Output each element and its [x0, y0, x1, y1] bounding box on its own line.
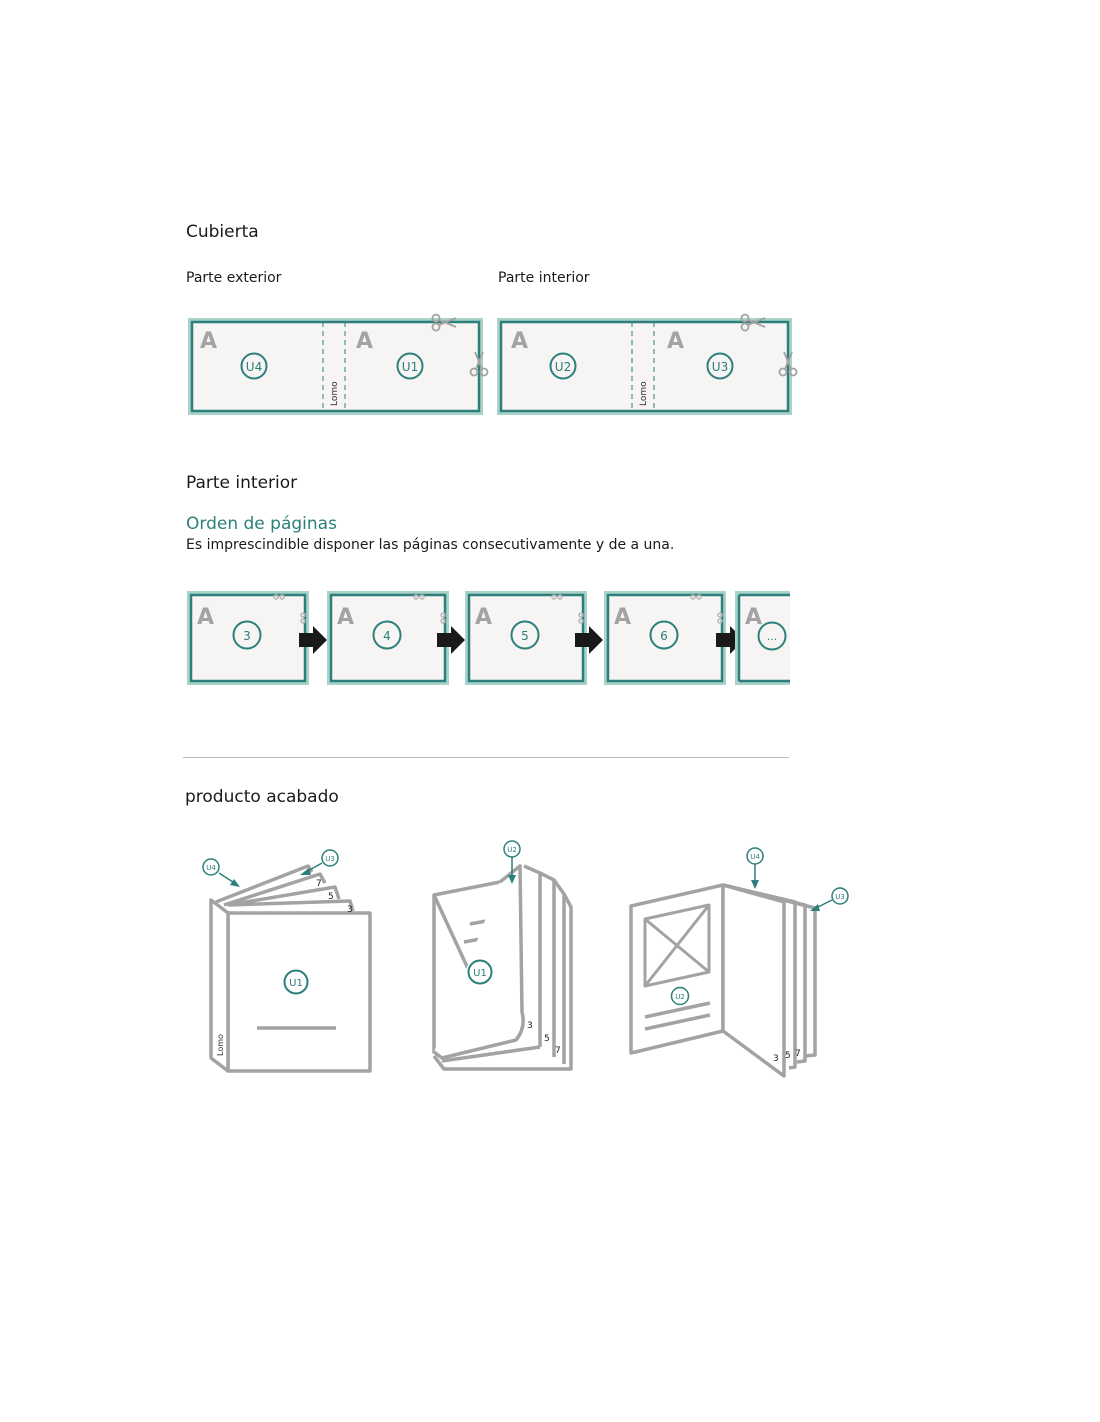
open-book-illustration	[629, 883, 817, 1078]
cover-diagram: A A U4 U1 Lomo A A U2	[188, 313, 798, 415]
page-circle-u1: U1	[396, 352, 424, 380]
callout-u3: U3	[810, 887, 849, 911]
page-number: 6	[660, 629, 668, 643]
scissors-icon	[431, 313, 457, 332]
spine-label: Lomo	[216, 1034, 225, 1056]
page-number-label: 7	[316, 879, 322, 889]
callout-u2: U2	[503, 840, 521, 884]
corner-letter: A	[745, 605, 762, 630]
page-card: A 4	[325, 589, 451, 687]
page-number-label: 7	[555, 1046, 561, 1056]
finished-product-diagram: U1 U4 U3 7 5 3 Lomo U2 U1 3 5 7	[202, 840, 849, 1078]
page-circle-u1: U1	[467, 959, 493, 985]
interior-title: Parte interior	[186, 473, 298, 493]
page-number-label: 7	[795, 1049, 801, 1059]
spine-label: Lomo	[639, 381, 649, 406]
corner-letter: A	[511, 329, 528, 354]
closed-book-illustration	[209, 864, 372, 1073]
scissors-icon	[740, 313, 766, 332]
cover-sheet-exterior: A A U4 U1 Lomo	[188, 313, 489, 415]
page-number: 4	[383, 629, 391, 643]
page-number: 3	[243, 629, 251, 643]
scissors-icon	[778, 351, 798, 377]
page-number: ...	[767, 630, 778, 643]
page-turning-book-illustration	[432, 864, 573, 1071]
callout-u3: U3	[300, 849, 339, 875]
page-order-diagram: A 3 A 4 A 5 A 6 A ...	[185, 589, 790, 687]
cubierta-title: Cubierta	[186, 222, 259, 242]
spine-label: Lomo	[330, 381, 340, 406]
corner-letter: A	[200, 329, 217, 354]
corner-letter: A	[197, 605, 214, 630]
interior-cover-label: Parte interior	[498, 270, 590, 286]
page-card: A 5	[463, 589, 589, 687]
cover-circle-u1: U1	[283, 969, 309, 995]
scissors-icon	[469, 351, 489, 377]
page-circle-u2: U2	[549, 352, 577, 380]
callout-u4: U4	[202, 858, 240, 887]
page-card: A 3	[185, 589, 311, 687]
page-order-description: Es imprescindible disponer las páginas c…	[186, 537, 675, 553]
callout-label-u3: U3	[835, 893, 845, 901]
page-number-label: 3	[347, 905, 353, 915]
page-label-u3: U3	[712, 360, 728, 374]
page-circle-u4: U4	[240, 352, 268, 380]
page-label-u2: U2	[675, 993, 685, 1001]
corner-letter: A	[614, 605, 631, 630]
page-number-label: 3	[527, 1021, 533, 1031]
page-card: A 6	[602, 589, 728, 687]
page-number-label: 5	[544, 1034, 550, 1044]
corner-letter: A	[475, 605, 492, 630]
corner-letter: A	[356, 329, 373, 354]
page-circle-u3: U3	[706, 352, 734, 380]
section-divider	[183, 757, 789, 758]
page-number: 5	[521, 629, 529, 643]
callout-label-u4: U4	[750, 853, 760, 861]
callout-u4: U4	[746, 847, 764, 889]
callout-label-u2: U2	[507, 846, 517, 854]
page-label-u1: U1	[402, 360, 418, 374]
corner-letter: A	[667, 329, 684, 354]
callout-label-u4: U4	[206, 864, 216, 872]
cover-sheet-interior: A A U2 U3 Lomo	[497, 313, 798, 415]
cover-label-u1: U1	[289, 978, 303, 989]
exterior-label: Parte exterior	[186, 270, 282, 286]
page-order-title: Orden de páginas	[186, 514, 337, 534]
callout-label-u3: U3	[325, 855, 335, 863]
page-label-u2: U2	[555, 360, 571, 374]
page-circle-u2: U2	[670, 986, 690, 1006]
corner-letter: A	[337, 605, 354, 630]
page-label-u1: U1	[473, 968, 487, 979]
finished-product-title: producto acabado	[185, 787, 339, 807]
page-label-u4: U4	[246, 360, 262, 374]
page-number-label: 5	[328, 892, 334, 902]
page-card-partial: A ...	[735, 591, 790, 685]
page-number-label: 5	[785, 1051, 791, 1061]
page-number-label: 3	[773, 1054, 779, 1064]
